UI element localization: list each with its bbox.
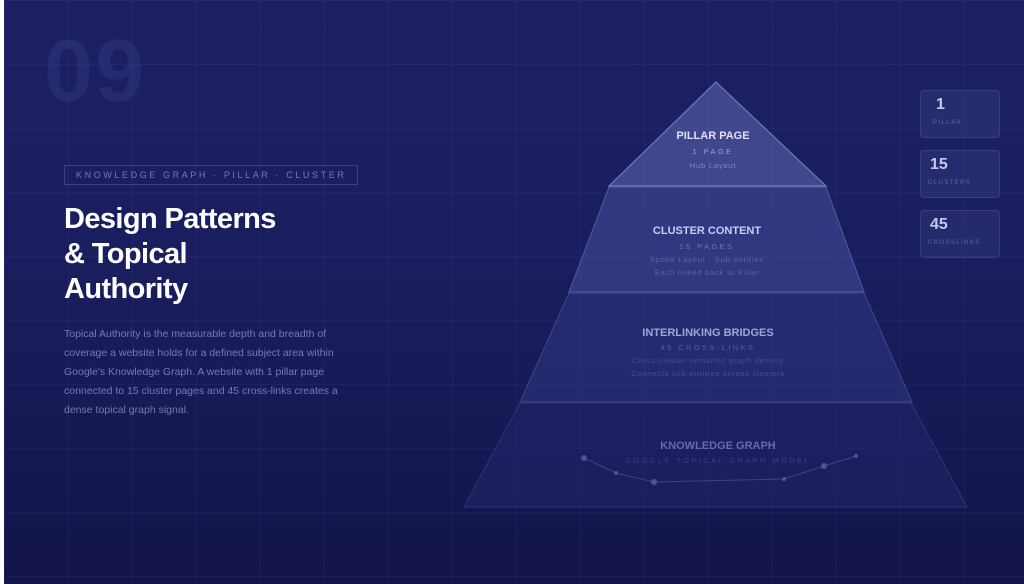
stat-card-clusters: 15 CLUSTERS <box>920 150 1000 198</box>
interlinking-title: INTERLINKING BRIDGES <box>642 327 774 339</box>
slide-title: Design Patterns & Topical Authority <box>64 202 364 307</box>
pillar-title: PILLAR PAGE <box>676 130 750 142</box>
title-line-3: Authority <box>64 273 188 305</box>
pyramid-layer-interlinking <box>519 292 913 403</box>
cluster-layer-label: CLUSTER CONTENT 15 PAGES Spoke Layout · … <box>650 225 764 277</box>
stat-card-crosslinks: 45 CROSSLINKS <box>920 210 1000 258</box>
cluster-line-1: Spoke Layout · Sub-entities <box>650 255 764 264</box>
pillar-line-1: Hub Layout <box>689 161 737 170</box>
slide-description: Topical Authority is the measurable dept… <box>64 328 338 416</box>
interlinking-line-2: Connects sub-entities across clusters <box>631 369 785 378</box>
stat-value-crosslinks: 45 <box>930 216 948 233</box>
stat-value-pillar: 1 <box>936 96 945 113</box>
title-line-1: Design Patterns <box>64 203 276 235</box>
knowledge-graph-layer-label: KNOWLEDGE GRAPH GOOGLE TOPICAL GRAPH MOD… <box>625 440 811 465</box>
pyramid-diagram <box>463 81 968 508</box>
pyramid-layer-pillar <box>607 81 828 187</box>
knowledge-graph-title: KNOWLEDGE GRAPH <box>660 440 776 452</box>
topic-tag: KNOWLEDGE GRAPH · PILLAR · CLUSTER <box>64 165 359 185</box>
graph-network-icon <box>581 454 858 485</box>
stat-label-crosslinks: CROSSLINKS <box>928 240 981 246</box>
knowledge-graph-subtitle: GOOGLE TOPICAL GRAPH MODEL <box>624 456 812 465</box>
pillar-layer-label: PILLAR PAGE 1 PAGE Hub Layout <box>676 130 749 170</box>
interlinking-subtitle: 45 CROSS-LINKS <box>660 343 756 352</box>
stat-label-pillar: PILLAR <box>933 120 963 126</box>
stat-card-pillar: 1 PILLAR <box>920 90 1000 138</box>
interlinking-line-1: Cross-cluster semantic graph density <box>631 356 785 365</box>
slide: 09 KNOWLEDGE GRAPH · PILLAR · CLUSTER De… <box>4 0 1024 584</box>
stat-value-clusters: 15 <box>930 156 948 173</box>
stat-label-clusters: CLUSTERS <box>928 180 972 186</box>
pillar-subtitle: 1 PAGE <box>692 147 734 156</box>
pyramid-layer-knowledge-graph <box>463 402 968 508</box>
cluster-title: CLUSTER CONTENT <box>652 225 762 237</box>
cluster-line-2: Each linked back to Pillar <box>654 268 760 277</box>
slide-number: 09 <box>44 21 146 120</box>
cluster-subtitle: 15 PAGES <box>679 242 735 251</box>
pyramid-layer-cluster <box>568 186 865 293</box>
interlinking-layer-label: INTERLINKING BRIDGES 45 CROSS-LINKS Cros… <box>631 327 785 378</box>
title-line-2: & Topical <box>64 238 188 270</box>
